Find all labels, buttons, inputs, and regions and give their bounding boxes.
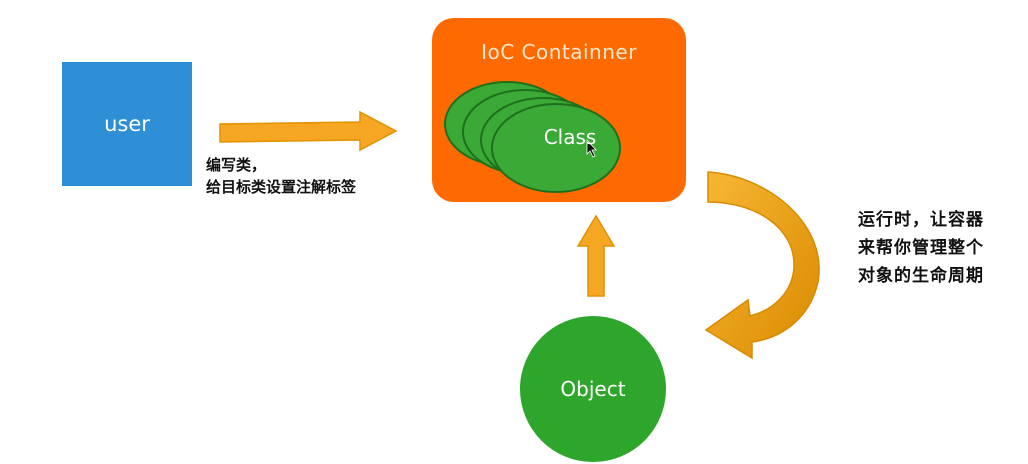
object-label: Object bbox=[560, 377, 626, 401]
object-to-container-arrow bbox=[576, 214, 616, 297]
ioc-container-title: IoC Containner bbox=[481, 40, 637, 64]
write-class-annotation: 编写类， 给目标类设置注解标签 bbox=[206, 154, 356, 198]
cursor-icon bbox=[586, 138, 597, 158]
write-class-annotation-line1: 编写类， bbox=[206, 156, 267, 174]
user-label: user bbox=[104, 112, 150, 136]
lifecycle-annotation: 运行时，让容器来帮你管理整个对象的生命周期 bbox=[858, 210, 984, 286]
write-class-annotation-line2: 给目标类设置注解标签 bbox=[206, 178, 357, 196]
ioc-container: IoC Containner Class bbox=[432, 18, 686, 202]
lifecycle-curved-arrow bbox=[704, 171, 820, 360]
class-ellipse-front bbox=[491, 103, 621, 193]
class-stack bbox=[444, 81, 621, 193]
class-label: Class bbox=[543, 125, 597, 149]
user-box: user bbox=[62, 62, 192, 186]
object-node: Object bbox=[520, 316, 666, 462]
user-to-container-arrow bbox=[219, 110, 398, 152]
